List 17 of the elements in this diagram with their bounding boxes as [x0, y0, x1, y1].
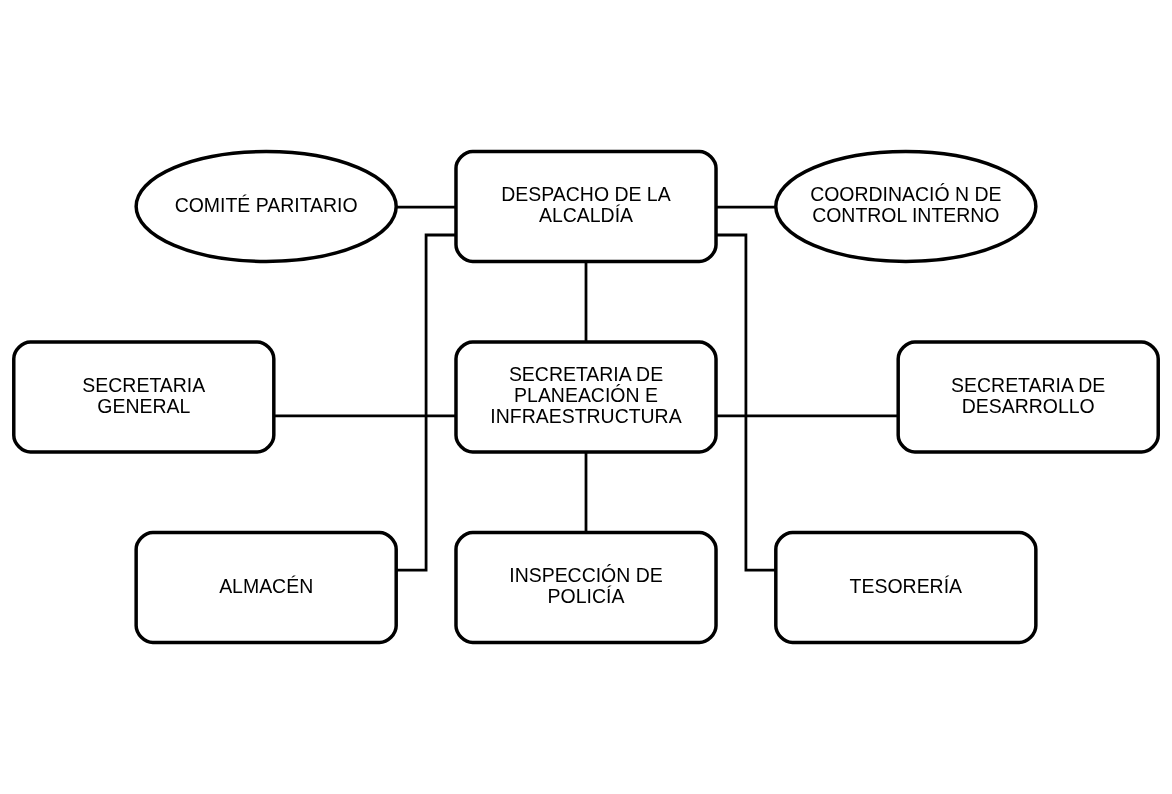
node-box: ALMACÉN — [134, 530, 398, 645]
node-box: SECRETARIA DE PLANEACIÓN E INFRAESTRUCTURA — [454, 340, 718, 454]
node-box: DESPACHO DE LA ALCALDÍA — [454, 149, 718, 264]
node-box: TESORERÍA — [774, 530, 1038, 645]
connector — [716, 205, 776, 209]
node-ellipse: COORDINACIÓ N DE CONTROL INTERNO — [774, 149, 1038, 264]
node-ellipse: COMITÉ PARITARIO — [134, 149, 398, 264]
node-box: INSPECCIÓN DE POLICÍA — [454, 530, 718, 645]
node-box: SECRETARIA GENERAL — [12, 340, 276, 454]
connector — [584, 452, 588, 533]
node-box: SECRETARIA DE DESARROLLO — [896, 340, 1160, 454]
connector — [396, 233, 456, 572]
connector — [584, 261, 588, 342]
connector — [396, 205, 456, 209]
connector — [716, 414, 899, 418]
connector — [273, 414, 456, 418]
connector — [716, 233, 776, 572]
